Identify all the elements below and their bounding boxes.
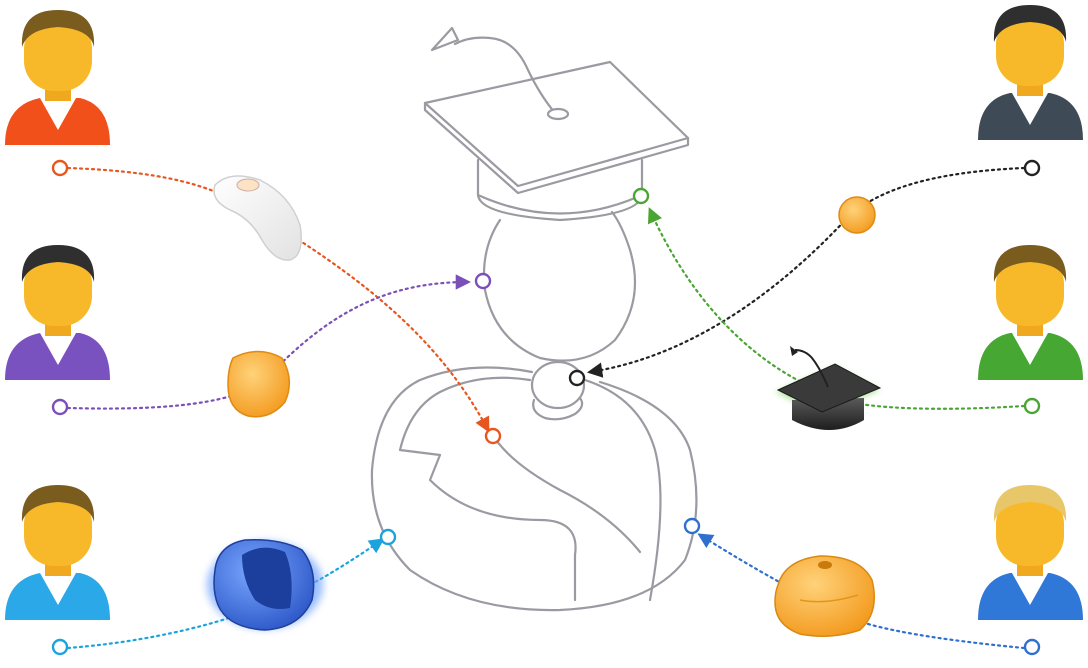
node-green-start <box>1023 397 1041 415</box>
link-purple <box>66 274 472 410</box>
node-blue-start <box>1023 638 1041 656</box>
outline-head <box>482 210 637 362</box>
outline-tassel <box>453 36 557 115</box>
outline-cap-body <box>476 158 644 215</box>
outline-torso <box>370 366 698 612</box>
link-black <box>586 166 1026 378</box>
node-purple-end <box>474 272 492 290</box>
person-purple <box>5 245 110 380</box>
outline-cap-board <box>423 60 690 188</box>
node-cyan-end <box>379 528 397 546</box>
node-cyan-start <box>51 638 69 656</box>
outline-neck <box>530 360 586 410</box>
person-orange <box>5 10 110 145</box>
person-cyan <box>5 485 110 620</box>
node-blue-end <box>683 517 701 535</box>
head-piece-icon <box>227 350 291 418</box>
node-orange-end <box>484 427 502 445</box>
node-black-end <box>568 369 586 387</box>
graduation-cap-icon <box>775 346 882 430</box>
link-orange <box>66 166 490 433</box>
person-black <box>978 5 1083 140</box>
person-green <box>978 245 1083 380</box>
node-purple-start <box>51 398 69 416</box>
neck-piece-icon <box>838 196 876 234</box>
shoulders-piece-icon <box>774 555 875 637</box>
node-green-end <box>632 187 650 205</box>
outline-figure <box>370 26 698 612</box>
node-orange-start <box>51 159 69 177</box>
tassel-piece-icon <box>213 175 302 261</box>
node-black-start <box>1023 159 1041 177</box>
person-blue <box>978 485 1083 620</box>
link-green <box>647 207 1026 410</box>
torso-piece-icon <box>207 538 323 631</box>
